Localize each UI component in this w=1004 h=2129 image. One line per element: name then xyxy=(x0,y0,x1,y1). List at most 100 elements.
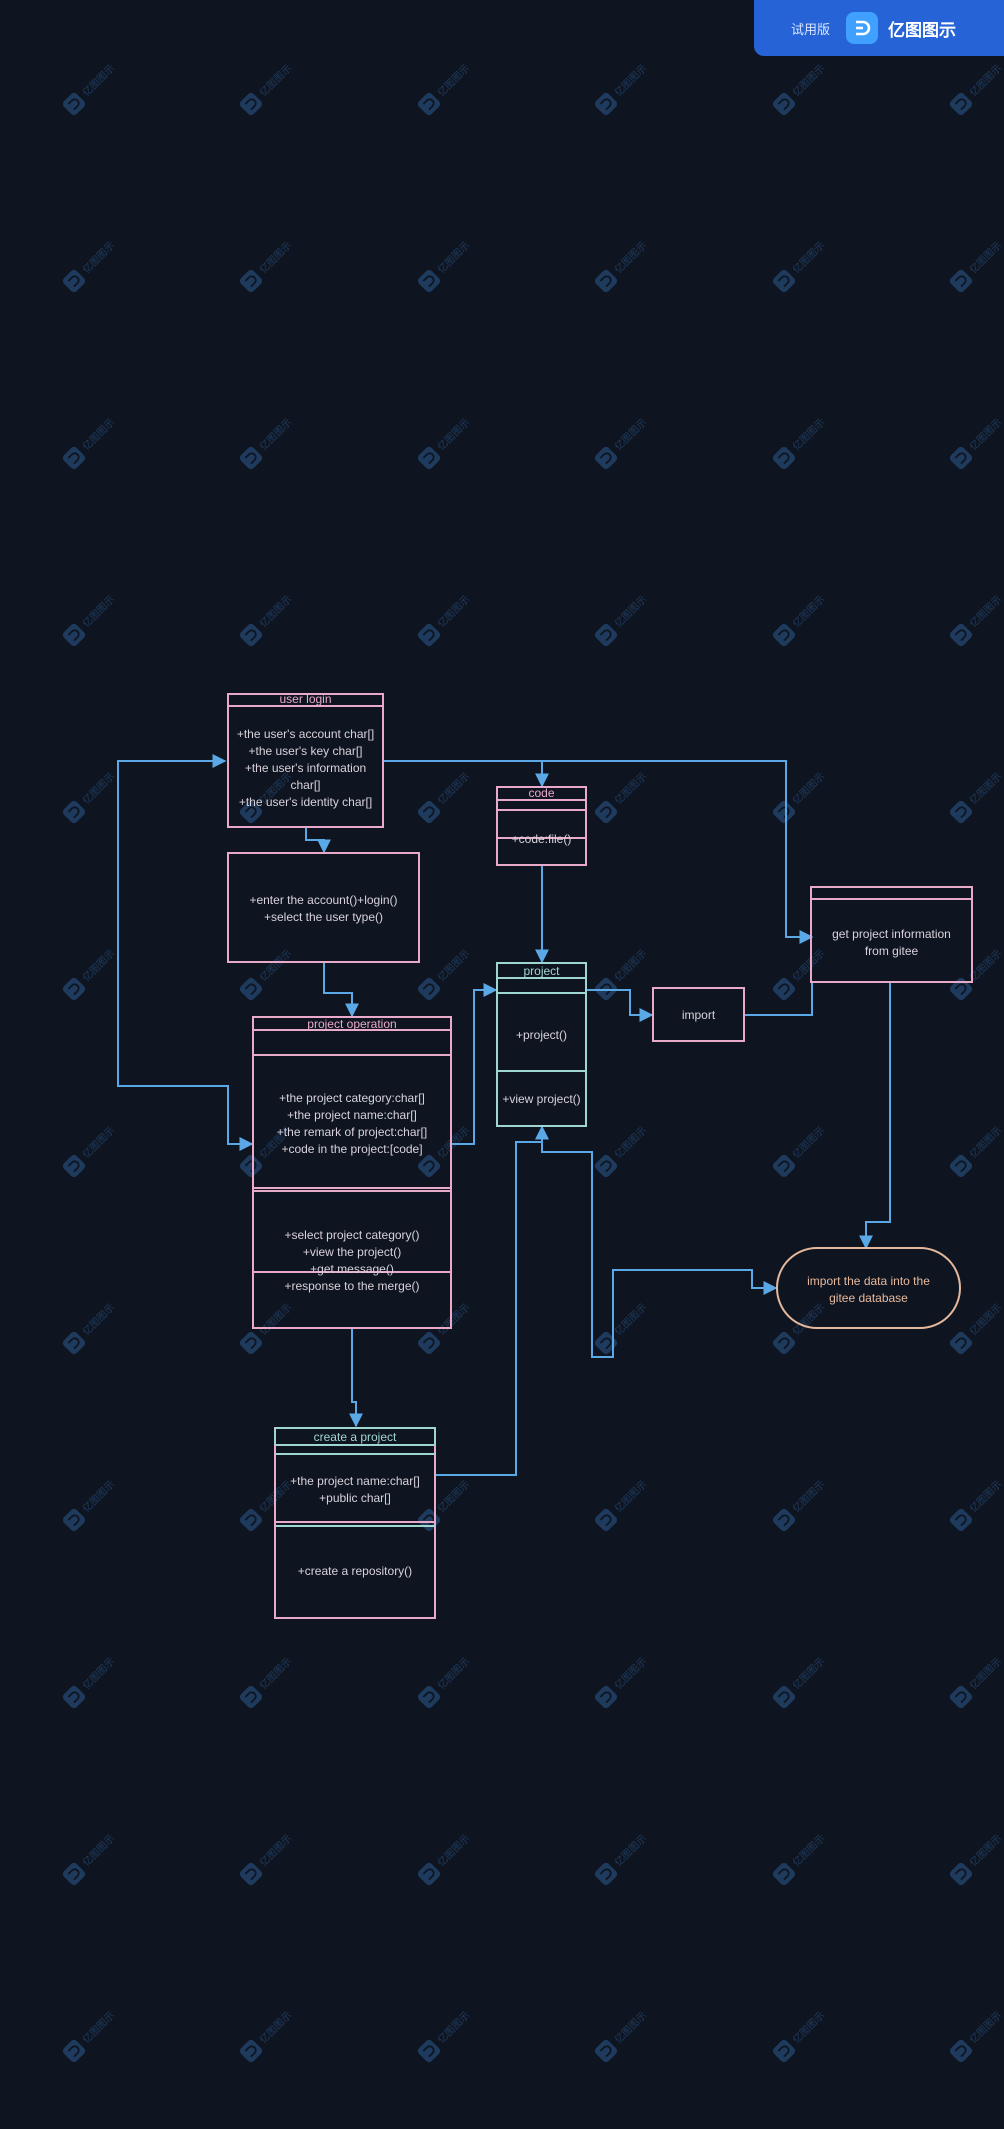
connector-operation-to-project[interactable] xyxy=(452,983,498,1145)
connector-layer xyxy=(117,754,891,1476)
watermark-text: 亿图图示 xyxy=(967,1301,1004,1338)
watermark-layer: 亿图图示亿图图示亿图图示亿图图示亿图图示亿图图示亿图图示亿图图示亿图图示亿图图示… xyxy=(62,62,1004,2063)
watermark-text: 亿图图示 xyxy=(257,62,294,99)
watermark-text: 亿图图示 xyxy=(435,239,472,276)
project-method-0: +project() xyxy=(516,1028,567,1042)
watermark-text: 亿图图示 xyxy=(967,62,1004,99)
watermark-logo-icon: 亿图图示 xyxy=(949,62,1004,116)
watermark-logo-icon: 亿图图示 xyxy=(62,593,117,647)
watermark-text: 亿图图示 xyxy=(790,593,827,630)
watermark-logo-icon: 亿图图示 xyxy=(594,62,649,116)
watermark-logo-icon: 亿图图示 xyxy=(772,1655,827,1709)
watermark-text: 亿图图示 xyxy=(790,1124,827,1161)
project-extra-0: +view project() xyxy=(502,1092,580,1106)
watermark-logo-icon: 亿图图示 xyxy=(62,416,117,470)
box-import[interactable]: import xyxy=(652,987,745,1042)
watermark-logo-icon: 亿图图示 xyxy=(417,62,472,116)
box-get-project-information[interactable]: get project information from gitee xyxy=(810,886,973,983)
watermark-logo-icon: 亿图图示 xyxy=(949,1655,1004,1709)
watermark-logo-icon: 亿图图示 xyxy=(949,1301,1004,1355)
user-login-attr-2: +the user's information xyxy=(245,761,366,775)
watermark-logo-icon: 亿图图示 xyxy=(949,1832,1004,1886)
import-label: import xyxy=(682,1008,716,1022)
watermark-text: 亿图图示 xyxy=(790,1301,827,1338)
connector-create-to-project[interactable] xyxy=(436,1125,549,1476)
watermark-logo-icon: 亿图图示 xyxy=(949,1124,1004,1178)
connector-login-to-ops[interactable] xyxy=(305,828,331,854)
watermark-text: 亿图图示 xyxy=(80,2009,117,2046)
box-login-operations[interactable]: +enter the account()+login() +select the… xyxy=(227,852,420,963)
watermark-text: 亿图图示 xyxy=(435,416,472,453)
watermark-logo-icon: 亿图图示 xyxy=(239,1832,294,1886)
create-project-title: create a project xyxy=(314,1430,397,1444)
watermark-text: 亿图图示 xyxy=(80,1655,117,1692)
watermark-logo-icon: 亿图图示 xyxy=(239,593,294,647)
project-operation-method-0: +select project category() xyxy=(284,1228,419,1242)
watermark-text: 亿图图示 xyxy=(612,593,649,630)
project-operation-method-1: +view the project() xyxy=(303,1245,401,1259)
trial-badge[interactable]: 试用版 亿图图示 xyxy=(754,0,1004,56)
watermark-text: 亿图图示 xyxy=(967,416,1004,453)
watermark-text: 亿图图示 xyxy=(80,1478,117,1515)
watermark-logo-icon: 亿图图示 xyxy=(594,1301,649,1355)
class-project[interactable]: project +project() +view project() xyxy=(496,962,587,1127)
create-project-attr-1: +public char[] xyxy=(319,1491,391,1505)
class-code[interactable]: code +code:file() xyxy=(496,786,587,866)
get-info-box xyxy=(810,886,973,983)
watermark-text: 亿图图示 xyxy=(435,1832,472,1869)
watermark-logo-icon: 亿图图示 xyxy=(239,1655,294,1709)
connector-loop-login-operation[interactable] xyxy=(117,754,254,1151)
connector-getinfo-to-importdb[interactable] xyxy=(859,982,891,1250)
watermark-text: 亿图图示 xyxy=(612,1832,649,1869)
watermark-logo-icon: 亿图图示 xyxy=(594,1124,649,1178)
project-box xyxy=(496,962,587,1127)
watermark-logo-icon: 亿图图示 xyxy=(62,1124,117,1178)
watermark-text: 亿图图示 xyxy=(80,1301,117,1338)
watermark-logo-icon: 亿图图示 xyxy=(594,947,649,1001)
connector-operation-to-create[interactable] xyxy=(349,1329,363,1428)
project-title: project xyxy=(523,964,560,978)
terminal-import-database[interactable]: import the data into the gitee database xyxy=(776,1247,961,1329)
watermark-logo-icon: 亿图图示 xyxy=(417,1478,472,1532)
project-operation-method-3: +response to the merge() xyxy=(284,1279,419,1293)
connector-import-to-getinfo[interactable] xyxy=(744,982,813,1016)
class-create-project[interactable]: create a project +the project name:char[… xyxy=(274,1427,436,1619)
connector-project-to-importdb[interactable] xyxy=(535,1125,778,1358)
connector-login-to-getinfo[interactable] xyxy=(542,760,814,944)
watermark-text: 亿图图示 xyxy=(257,239,294,276)
import-db-shape xyxy=(776,1247,961,1329)
watermark-logo-icon: 亿图图示 xyxy=(772,593,827,647)
connector-project-to-import[interactable] xyxy=(587,989,654,1022)
watermark-text: 亿图图示 xyxy=(80,62,117,99)
watermark-logo-icon: 亿图图示 xyxy=(772,1124,827,1178)
watermark-text: 亿图图示 xyxy=(967,770,1004,807)
watermark-text: 亿图图示 xyxy=(790,1832,827,1869)
import-db-line-0: import the data into the xyxy=(807,1274,930,1288)
watermark-text: 亿图图示 xyxy=(80,593,117,630)
watermark-text: 亿图图示 xyxy=(790,947,827,984)
watermark-text: 亿图图示 xyxy=(790,1655,827,1692)
watermark-logo-icon: 亿图图示 xyxy=(594,1478,649,1532)
watermark-logo-icon: 亿图图示 xyxy=(62,770,117,824)
watermark-logo-icon: 亿图图示 xyxy=(594,593,649,647)
get-info-line-0: get project information xyxy=(832,927,951,941)
watermark-logo-icon: 亿图图示 xyxy=(949,770,1004,824)
watermark-text: 亿图图示 xyxy=(790,1478,827,1515)
watermark-logo-icon: 亿图图示 xyxy=(239,239,294,293)
user-login-box xyxy=(227,693,384,828)
class-user-login[interactable]: user login +the user's account char[] +t… xyxy=(227,692,384,828)
watermark-text: 亿图图示 xyxy=(612,770,649,807)
connector-ops-to-operation[interactable] xyxy=(323,962,359,1018)
watermark-text: 亿图图示 xyxy=(257,1301,294,1338)
watermark-logo-icon: 亿图图示 xyxy=(239,416,294,470)
watermark-logo-icon: 亿图图示 xyxy=(417,1655,472,1709)
edraw-logo-icon xyxy=(846,12,878,44)
class-project-operation[interactable]: project operation +the project category:… xyxy=(252,1016,452,1329)
watermark-text: 亿图图示 xyxy=(790,239,827,276)
user-login-attr-4: +the user's identity char[] xyxy=(239,795,372,809)
login-operations-box xyxy=(227,852,420,963)
watermark-logo-icon: 亿图图示 xyxy=(594,770,649,824)
watermark-logo-icon: 亿图图示 xyxy=(772,2009,827,2063)
watermark-logo-icon: 亿图图示 xyxy=(62,1655,117,1709)
create-project-attr-0: +the project name:char[] xyxy=(290,1474,420,1488)
